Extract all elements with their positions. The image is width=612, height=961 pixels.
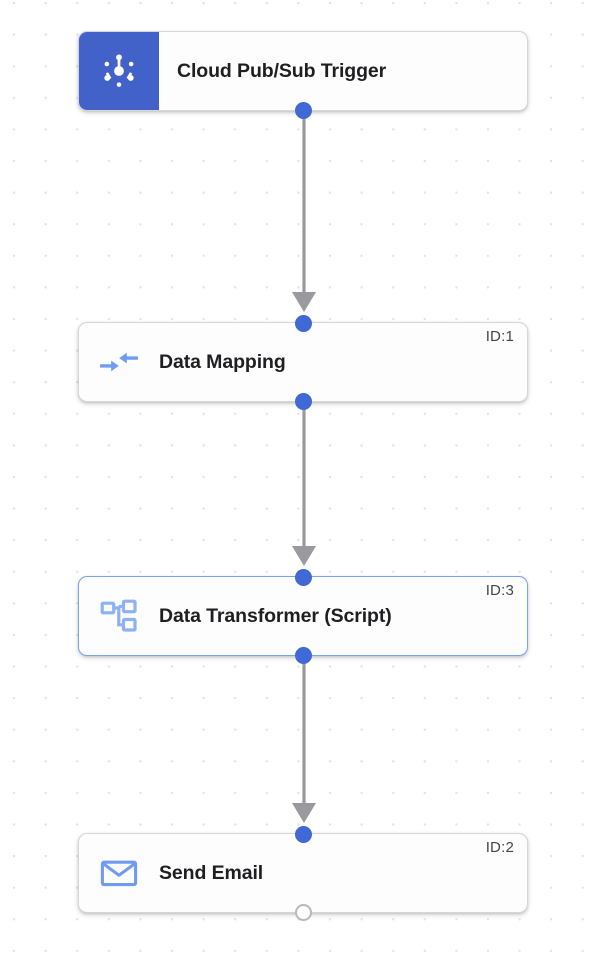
cloud-pubsub-icon-panel bbox=[79, 32, 159, 110]
node-output-handle[interactable] bbox=[294, 392, 312, 410]
node-send-email[interactable]: Send Email ID:2 bbox=[78, 825, 528, 921]
data-mapping-icon-wrap bbox=[79, 323, 159, 401]
node-label: Send Email bbox=[159, 861, 264, 884]
node-data-transformer-script[interactable]: Data Transformer (Script) ID:3 bbox=[78, 568, 528, 664]
node-input-handle[interactable] bbox=[294, 825, 312, 843]
edge-trigger-to-mapping[interactable] bbox=[292, 111, 316, 312]
cloud-pubsub-icon bbox=[104, 54, 134, 87]
node-input-handle[interactable] bbox=[294, 568, 312, 586]
node-cloud-pubsub-trigger[interactable]: Cloud Pub/Sub Trigger bbox=[78, 31, 528, 119]
edge-transformer-to-email[interactable] bbox=[292, 656, 316, 823]
edge-mapping-to-transformer[interactable] bbox=[292, 402, 316, 566]
node-label: Cloud Pub/Sub Trigger bbox=[177, 59, 387, 82]
data-mapping-arrows-icon bbox=[100, 352, 138, 372]
envelope-icon-wrap bbox=[79, 834, 159, 912]
node-label: Data Mapping bbox=[159, 350, 286, 373]
node-input-handle[interactable] bbox=[294, 314, 312, 332]
node-id-badge: ID:3 bbox=[485, 582, 514, 599]
node-output-handle[interactable] bbox=[294, 101, 312, 119]
node-id-badge: ID:2 bbox=[485, 839, 514, 856]
node-data-mapping[interactable]: Data Mapping ID:1 bbox=[78, 314, 528, 410]
node-output-handle[interactable] bbox=[294, 646, 312, 664]
envelope-icon bbox=[100, 860, 138, 887]
node-id-badge: ID:1 bbox=[485, 328, 514, 345]
node-label: Data Transformer (Script) bbox=[159, 604, 392, 627]
node-output-handle[interactable] bbox=[294, 903, 312, 921]
account-tree-icon bbox=[100, 599, 137, 632]
account-tree-icon-wrap bbox=[79, 577, 159, 655]
